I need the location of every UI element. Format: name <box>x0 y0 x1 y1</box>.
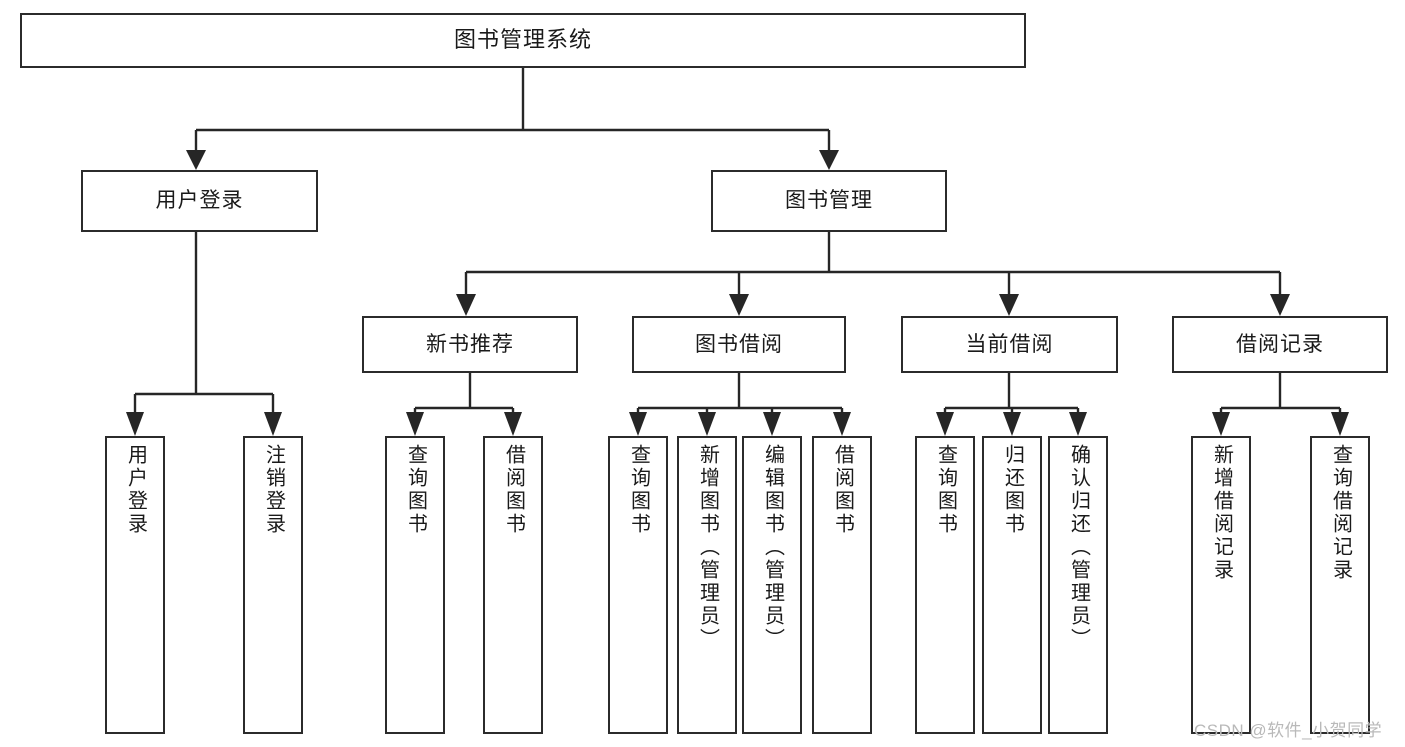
leaf-label: 查询图书 <box>404 444 427 536</box>
leaf-new-book-borrow-book[interactable]: 借阅图书 <box>483 436 543 734</box>
arrow-ul-1 <box>126 412 144 436</box>
leaf-label: 编辑图书（管理员） <box>761 444 784 651</box>
leaf-current-borrow-return-book[interactable]: 归还图书 <box>982 436 1042 734</box>
arrow-bb-4 <box>833 412 851 436</box>
leaf-label: 借阅图书 <box>502 444 525 536</box>
leaf-user-login-logout[interactable]: 注销登录 <box>243 436 303 734</box>
leaf-new-book-query-book[interactable]: 查询图书 <box>385 436 445 734</box>
arrow-cb-3 <box>1069 412 1087 436</box>
node-new-book-recommend[interactable]: 新书推荐 <box>362 316 578 373</box>
node-root-label: 图书管理系统 <box>453 27 592 53</box>
leaf-label: 借阅图书 <box>831 444 854 536</box>
node-borrow-record-label: 借阅记录 <box>1236 332 1324 356</box>
arrow-user-login <box>186 150 206 170</box>
arrow-br-2 <box>1331 412 1349 436</box>
node-book-management[interactable]: 图书管理 <box>711 170 947 232</box>
arrow-bb-3 <box>763 412 781 436</box>
arrow-ul-2 <box>264 412 282 436</box>
arrow-nbr-2 <box>504 412 522 436</box>
arrow-l3-1 <box>456 294 476 316</box>
arrow-bb-2 <box>698 412 716 436</box>
arrow-nbr-1 <box>406 412 424 436</box>
leaf-label: 查询借阅记录 <box>1329 444 1352 582</box>
node-book-borrow-label: 图书借阅 <box>695 332 783 356</box>
node-root[interactable]: 图书管理系统 <box>20 13 1026 68</box>
arrow-l3-3 <box>999 294 1019 316</box>
arrow-br-1 <box>1212 412 1230 436</box>
node-book-borrow[interactable]: 图书借阅 <box>632 316 846 373</box>
leaf-book-borrow-borrow-book[interactable]: 借阅图书 <box>812 436 872 734</box>
leaf-label: 确认归还（管理员） <box>1067 444 1090 651</box>
leaf-label: 查询图书 <box>627 444 650 536</box>
leaf-book-borrow-add-book[interactable]: 新增图书（管理员） <box>677 436 737 734</box>
csdn-watermark: CSDN @软件_小贺同学 <box>1194 721 1383 740</box>
node-user-login[interactable]: 用户登录 <box>81 170 318 232</box>
node-new-book-recommend-label: 新书推荐 <box>426 332 514 356</box>
arrow-l3-2 <box>729 294 749 316</box>
leaf-user-login-login[interactable]: 用户登录 <box>105 436 165 734</box>
leaf-label: 新增图书（管理员） <box>696 444 719 651</box>
node-book-management-label: 图书管理 <box>785 189 873 213</box>
leaf-label: 查询图书 <box>934 444 957 536</box>
leaf-label: 注销登录 <box>262 444 285 536</box>
node-borrow-record[interactable]: 借阅记录 <box>1172 316 1388 373</box>
leaf-current-borrow-confirm-return[interactable]: 确认归还（管理员） <box>1048 436 1108 734</box>
leaf-book-borrow-edit-book[interactable]: 编辑图书（管理员） <box>742 436 802 734</box>
arrow-l3-4 <box>1270 294 1290 316</box>
arrow-book-manage <box>819 150 839 170</box>
node-user-login-label: 用户登录 <box>155 189 244 213</box>
leaf-book-borrow-query-book[interactable]: 查询图书 <box>608 436 668 734</box>
node-current-borrow[interactable]: 当前借阅 <box>901 316 1118 373</box>
leaf-label: 用户登录 <box>124 444 147 536</box>
node-current-borrow-label: 当前借阅 <box>965 332 1054 356</box>
arrow-cb-1 <box>936 412 954 436</box>
leaf-label: 归还图书 <box>1001 444 1024 536</box>
leaf-current-borrow-query-book[interactable]: 查询图书 <box>915 436 975 734</box>
leaf-label: 新增借阅记录 <box>1210 444 1233 582</box>
arrow-cb-2 <box>1003 412 1021 436</box>
arrow-bb-1 <box>629 412 647 436</box>
leaf-borrow-record-add-record[interactable]: 新增借阅记录 <box>1191 436 1251 734</box>
leaf-borrow-record-query-record[interactable]: 查询借阅记录 <box>1310 436 1370 734</box>
